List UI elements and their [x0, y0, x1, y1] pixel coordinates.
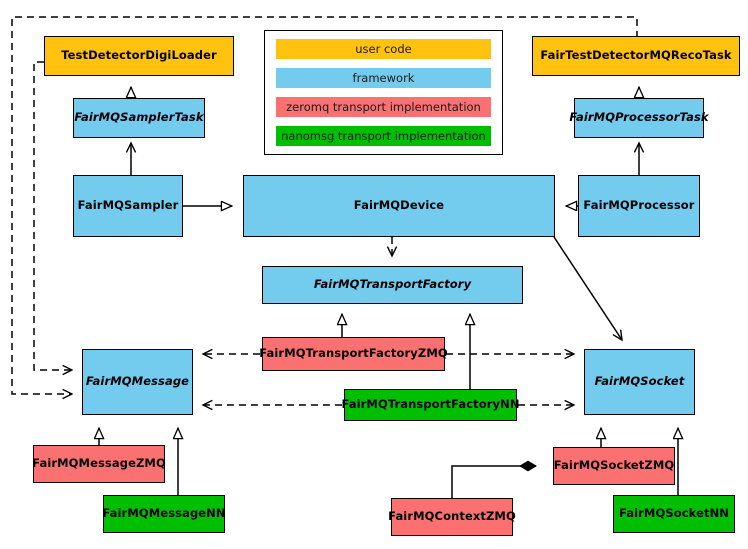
class-box-fairmq-transport-factory-nn[interactable]: FairMQTransportFactoryNN [341, 389, 519, 421]
dependency-recotask-to-message [11, 16, 638, 394]
legend: user code framework zeromq transport imp… [264, 30, 503, 155]
legend-item-framework: framework [276, 68, 491, 88]
class-box-fairmq-processor[interactable]: FairMQProcessor [578, 175, 700, 237]
class-box-fairmq-processor-task[interactable]: FairMQProcessorTask [569, 98, 709, 138]
legend-label-zeromq: zeromq transport implementation [286, 100, 481, 114]
class-box-fairmq-message-nn[interactable]: FairMQMessageNN [102, 495, 226, 533]
class-box-test-detector-digi-loader[interactable]: TestDetectorDigiLoader [44, 36, 234, 76]
composition-contextzmq-to-socketzmq [451, 460, 537, 498]
class-box-fairmq-sampler-task[interactable]: FairMQSamplerTask [73, 98, 205, 138]
class-box-fairmq-socket-zmq[interactable]: FairMQSocketZMQ [553, 447, 675, 485]
class-box-fairmq-socket-nn[interactable]: FairMQSocketNN [613, 495, 735, 533]
legend-label-nanomsg: nanomsg transport implementation [281, 129, 486, 143]
legend-label-framework: framework [352, 71, 415, 85]
class-box-fairtestdetector-mq-reco-task[interactable]: FairTestDetectorMQRecoTask [532, 36, 740, 76]
dependency-digiloader-to-message [33, 61, 72, 370]
legend-item-nanomsg: nanomsg transport implementation [276, 126, 491, 146]
class-box-fairmq-transport-factory-zmq[interactable]: FairMQTransportFactoryZMQ [259, 337, 448, 371]
legend-label-user-code: user code [355, 42, 412, 56]
class-box-fairmq-context-zmq[interactable]: FairMQContextZMQ [388, 498, 516, 536]
association-device-to-socket [553, 236, 622, 340]
legend-item-user-code: user code [276, 39, 491, 59]
legend-item-zeromq: zeromq transport implementation [276, 97, 491, 117]
class-box-fairmq-message[interactable]: FairMQMessage [82, 349, 193, 415]
class-box-fairmq-sampler[interactable]: FairMQSampler [73, 175, 183, 237]
class-box-fairmq-socket[interactable]: FairMQSocket [584, 349, 695, 415]
class-box-fairmq-device[interactable]: FairMQDevice [243, 175, 555, 237]
class-box-fairmq-message-zmq[interactable]: FairMQMessageZMQ [32, 445, 166, 483]
class-box-fairmq-transport-factory[interactable]: FairMQTransportFactory [262, 266, 523, 304]
